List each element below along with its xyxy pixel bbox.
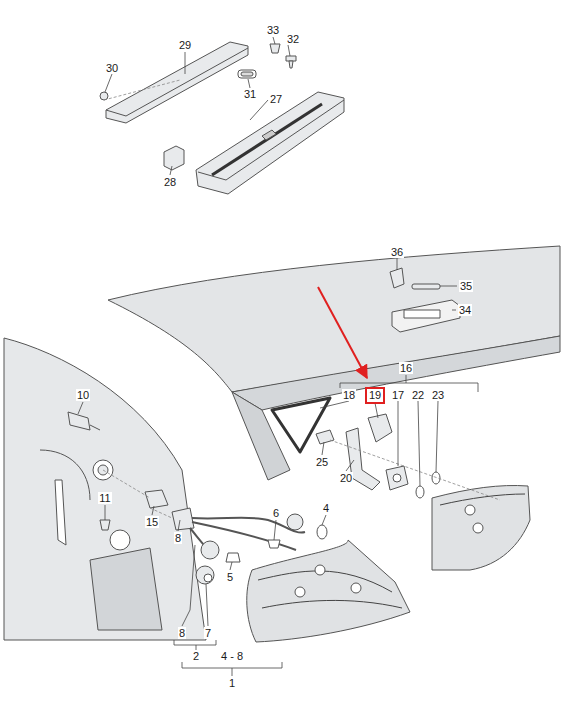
callout-number: 4 [322, 502, 330, 514]
callout-number: 25 [315, 456, 329, 468]
callout-number: 20 [339, 472, 353, 484]
callout-number: 33 [266, 24, 280, 36]
callout-number: 1 [228, 677, 236, 689]
highlight-arrow [318, 287, 367, 378]
callout-number: 36 [390, 246, 404, 258]
callout-number: 19 [369, 389, 381, 401]
callout-number: 11 [98, 492, 111, 504]
callout-number: 18 [342, 389, 356, 401]
highlighted-callout: 19 [365, 387, 385, 404]
callout-number: 27 [269, 93, 283, 105]
callout-number: 10 [76, 389, 90, 401]
callout-number: 2 [192, 650, 200, 662]
callout-number: 22 [411, 389, 425, 401]
callout-number: 28 [163, 176, 177, 188]
callout-number: 15 [145, 516, 159, 528]
callout-number: 7 [204, 627, 212, 639]
callout-number: 17 [391, 389, 405, 401]
callout-number: 30 [105, 62, 119, 74]
callout-number: 23 [431, 389, 445, 401]
callout-number: 4 - 8 [220, 650, 244, 662]
callout-number: 8 [174, 532, 182, 544]
callout-number: 32 [286, 33, 300, 45]
callout-number: 6 [272, 507, 280, 519]
callout-number: 5 [226, 571, 234, 583]
callout-number: 8 [178, 627, 186, 639]
callout-number: 35 [459, 280, 473, 292]
callout-number: 16 [399, 362, 413, 374]
callout-number: 31 [243, 88, 257, 100]
callout-number: 29 [178, 39, 192, 51]
callout-number: 34 [458, 304, 472, 316]
